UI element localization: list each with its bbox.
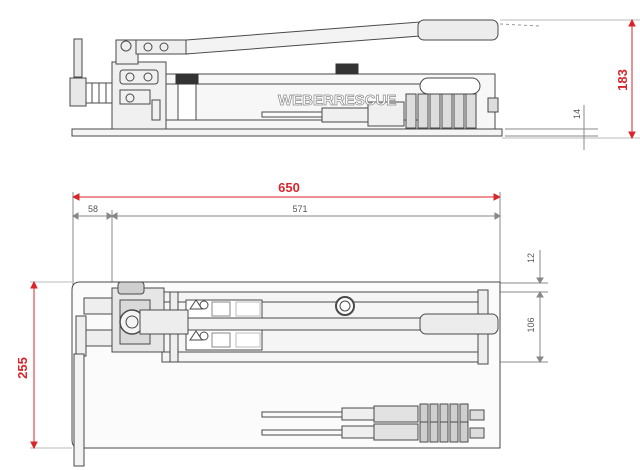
side-brand-label: WEBERRESCUE xyxy=(278,92,396,109)
top-release-knob xyxy=(73,353,85,467)
top-tank-cap xyxy=(335,296,355,316)
side-pivot-bracket xyxy=(115,39,139,65)
side-base-dimension xyxy=(505,105,598,150)
side-handle-lever xyxy=(185,21,421,55)
dim-total-length: 650 xyxy=(278,180,300,195)
dim-gap: 12 xyxy=(526,253,536,263)
side-handle-grip xyxy=(417,19,499,41)
dim-width: 255 xyxy=(15,357,30,379)
dim-side-height: 183 xyxy=(615,69,630,91)
dim-length: 571 xyxy=(292,204,307,214)
dim-side-base: 14 xyxy=(572,109,582,119)
top-release-fitting xyxy=(83,297,113,315)
side-release-knob xyxy=(73,38,83,78)
side-base-plate xyxy=(71,128,503,137)
side-valve-block xyxy=(111,61,167,130)
top-right-dimensions xyxy=(500,250,548,363)
top-width-dimension xyxy=(30,280,72,450)
side-view xyxy=(69,19,541,137)
top-hose-lower xyxy=(261,429,343,436)
side-tank-cap xyxy=(335,63,359,75)
side-dimensions xyxy=(500,18,640,140)
dim-offset: 58 xyxy=(88,204,98,214)
side-hose-coupling xyxy=(261,111,323,118)
top-handle-bar xyxy=(185,317,423,331)
top-view xyxy=(71,281,501,467)
top-length-dimensions xyxy=(71,193,502,201)
top-handle-grip xyxy=(419,313,499,335)
top-hose-upper xyxy=(261,411,343,418)
dim-handle: 106 xyxy=(526,317,536,332)
top-sub-dimensions xyxy=(72,192,501,300)
